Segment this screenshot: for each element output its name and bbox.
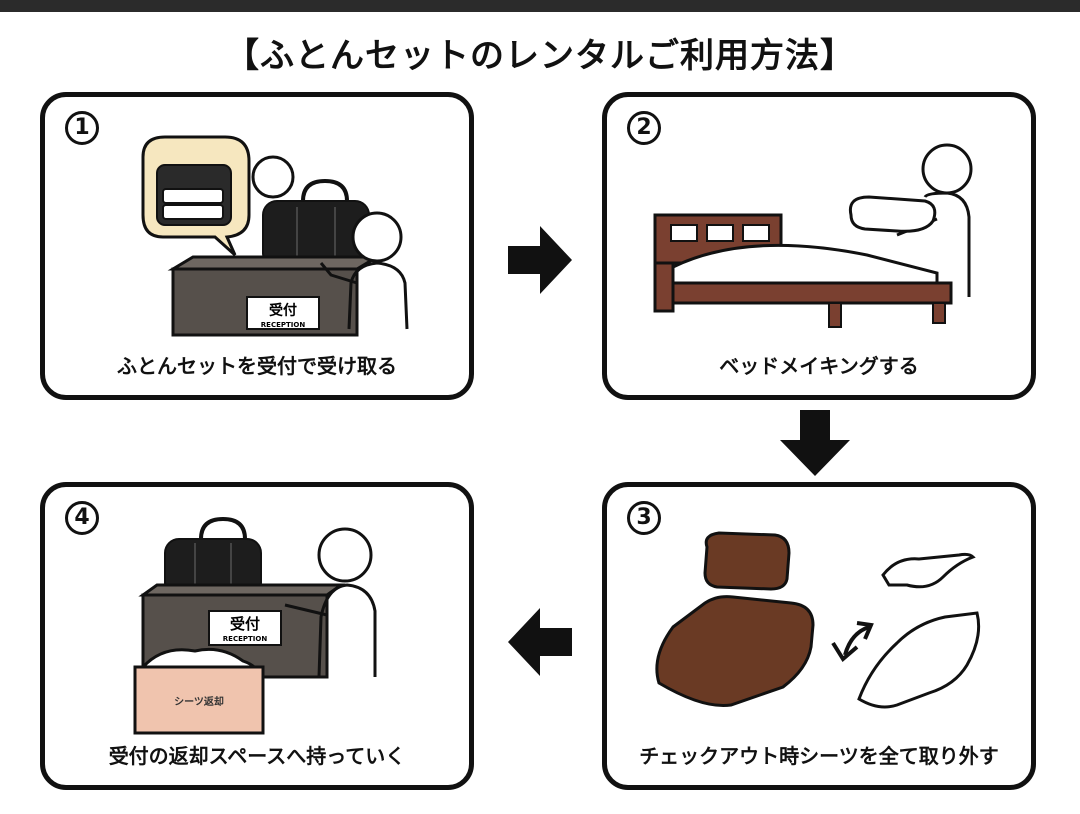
step-2-panel: 2 ベッドメイキングする	[602, 92, 1036, 400]
arrow-down-icon	[780, 410, 850, 476]
arrow-right-icon	[508, 226, 572, 294]
person-icon	[284, 527, 377, 678]
step-2-number: 2	[627, 111, 661, 145]
reception-sign-jp: 受付	[230, 615, 260, 633]
page-title: 【ふとんセットのレンタルご利用方法】	[225, 36, 855, 76]
reception-counter-icon	[167, 255, 383, 337]
step-4-panel: 4 受付 RECEPTION シーツ返却 受付の返却スペースへ持っていく	[40, 482, 474, 790]
step-2-illustration	[653, 143, 973, 328]
step-3-illustration	[655, 531, 981, 709]
step-4-number: 4	[65, 501, 99, 535]
step-3-panel: 3 チェックアウト時シーツを全て取り外す	[602, 482, 1036, 790]
arrow-left-icon	[508, 608, 572, 676]
reception-sign-jp: 受付	[269, 302, 297, 319]
pillow-icon	[703, 531, 791, 591]
person-back-icon	[251, 155, 295, 199]
futon-icon	[655, 595, 815, 708]
top-bar	[0, 0, 1080, 12]
reception-sign-en: RECEPTION	[261, 321, 306, 329]
return-basket-label: シーツ返却	[174, 695, 224, 708]
sheet-small-icon	[881, 552, 976, 589]
step-3-caption: チェックアウト時シーツを全て取り外す	[639, 744, 999, 768]
speech-bubble-icon	[141, 135, 251, 257]
step-4-illustration: 受付 RECEPTION シーツ返却	[133, 516, 377, 735]
step-1-illustration: 受付 RECEPTION	[141, 135, 409, 337]
step-2-caption: ベッドメイキングする	[719, 354, 919, 378]
person-front-icon	[319, 211, 409, 330]
return-basket-icon	[133, 647, 265, 735]
reception-sign-en: RECEPTION	[223, 635, 268, 643]
step-1-caption: ふとんセットを受付で受け取る	[117, 354, 397, 378]
sheet-large-icon	[857, 611, 981, 709]
swap-arrow-icon	[831, 621, 874, 663]
step-1-panel: 1 受付 RECEPTION ふ	[40, 92, 474, 400]
bed-icon	[653, 213, 953, 328]
step-4-caption: 受付の返却スペースへ持っていく	[108, 744, 406, 768]
pillow-icon	[848, 195, 937, 233]
step-3-number: 3	[627, 501, 661, 535]
step-1-number: 1	[65, 111, 99, 145]
